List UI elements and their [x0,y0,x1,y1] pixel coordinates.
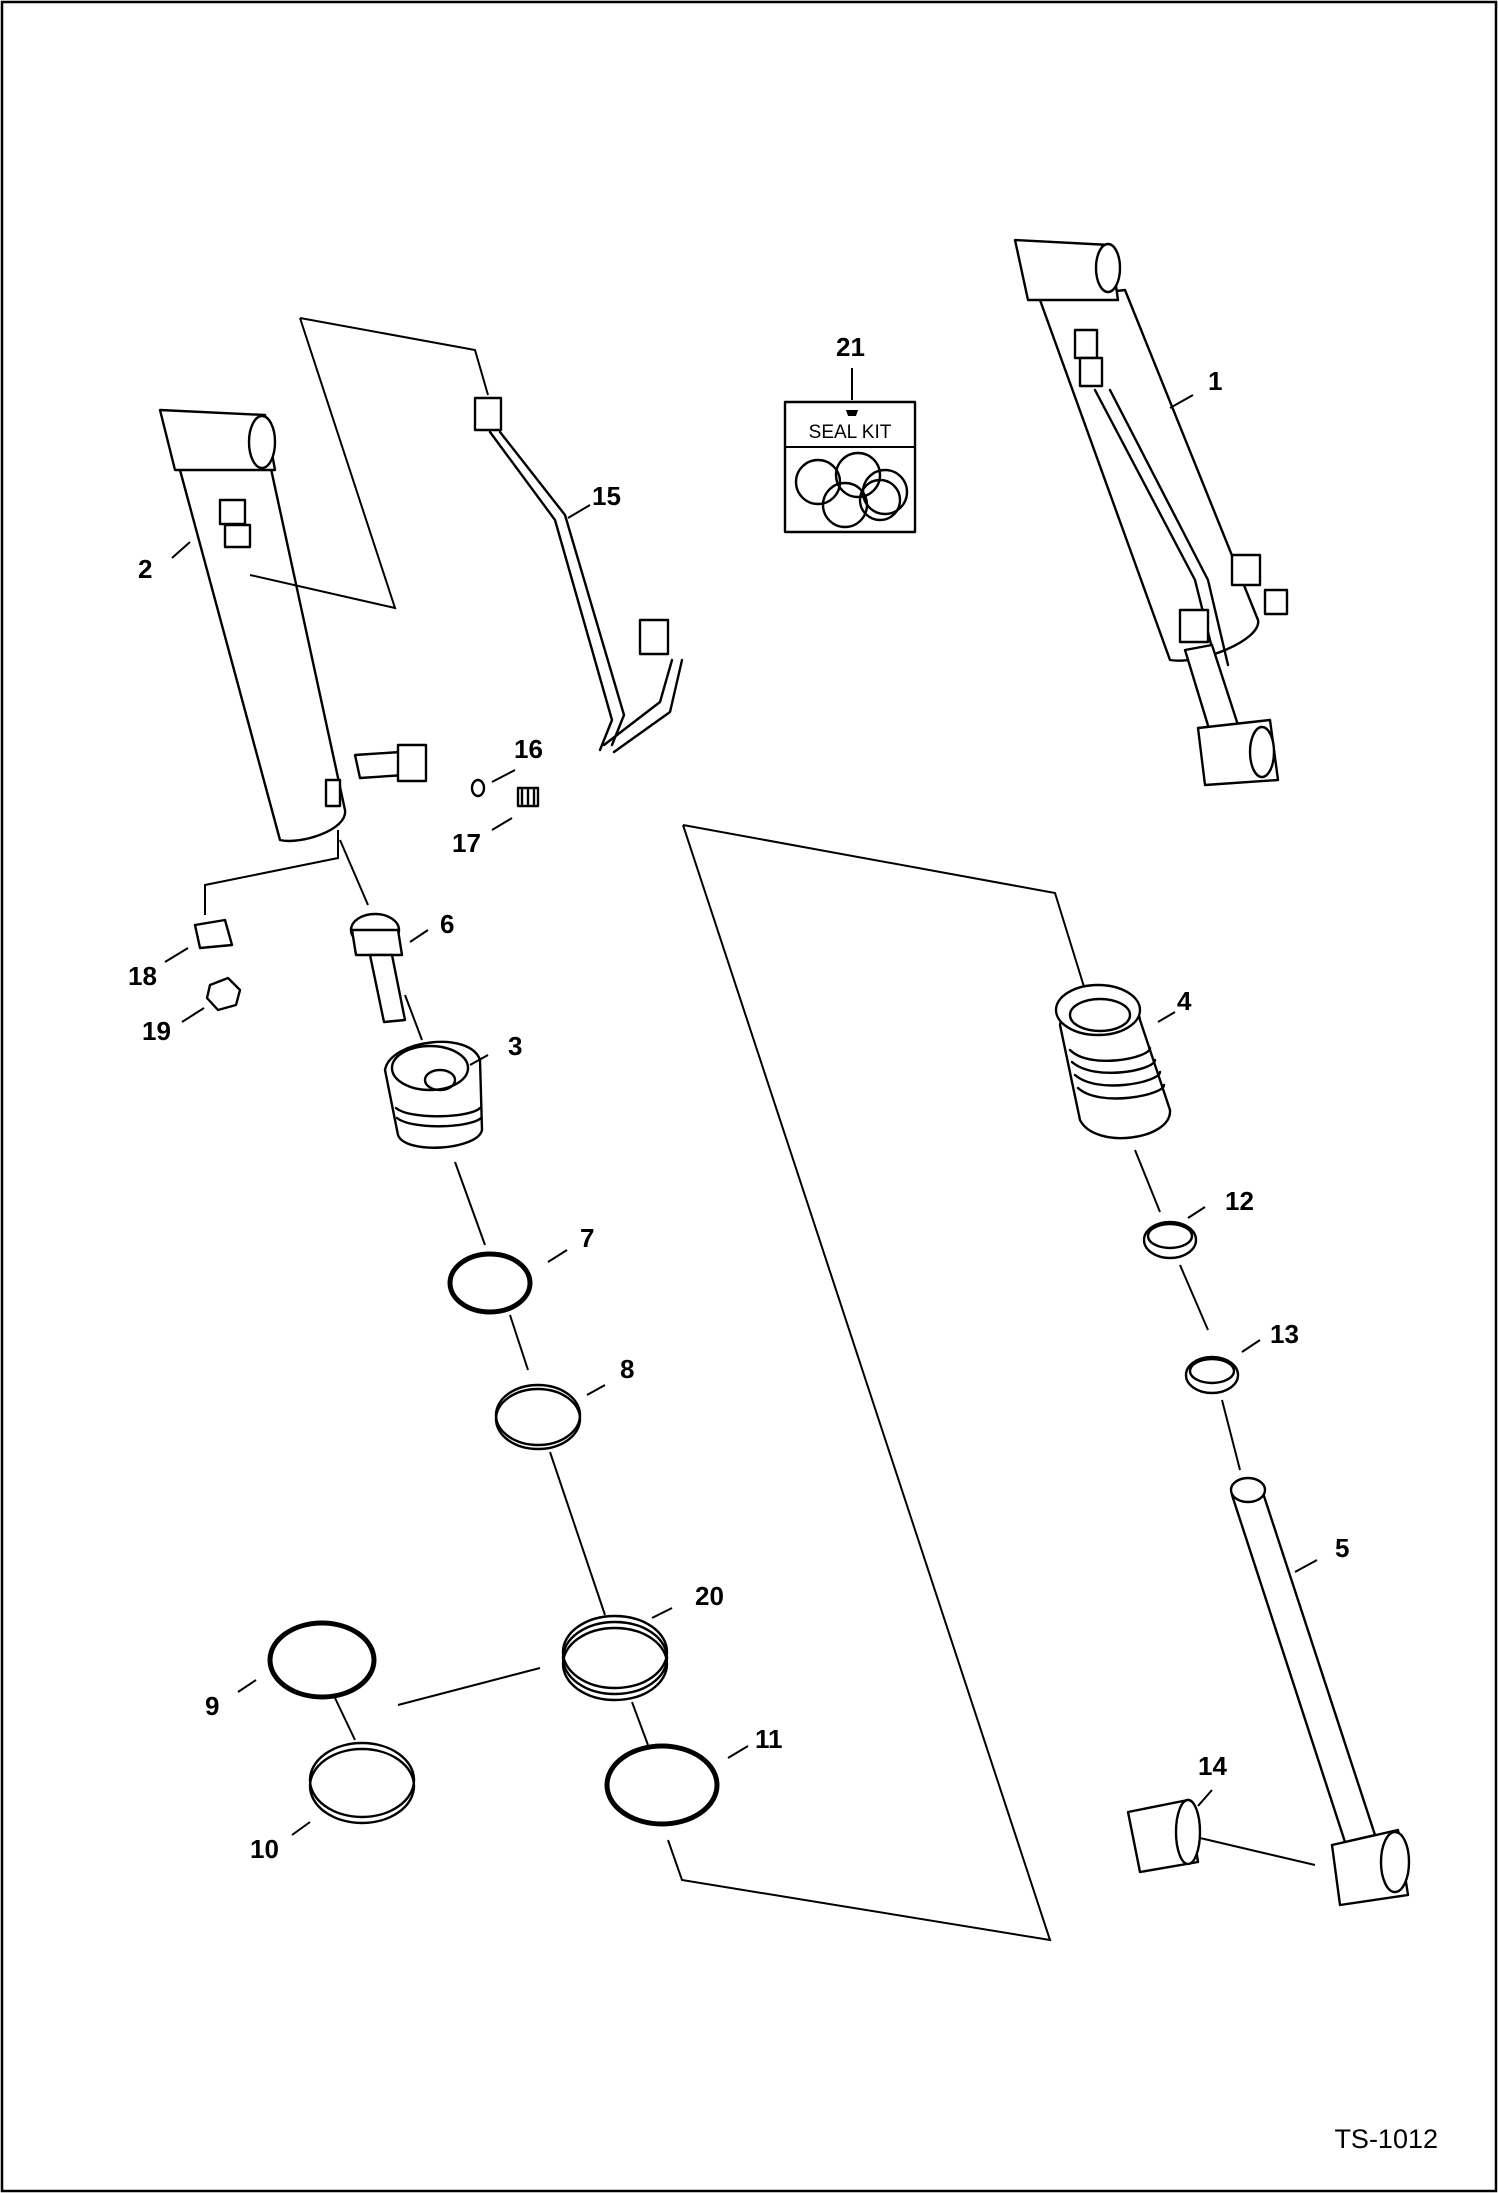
guide-line-18 [204,830,339,915]
callout-9: 9 [205,1691,219,1721]
guide-line-15 [249,317,489,610]
seal-kit-21: SEAL KIT [783,368,917,534]
guide-line-9 [397,1667,541,1706]
callout-18: 18 [128,961,157,991]
callout-8: 8 [620,1354,634,1384]
callout-1: 1 [1208,366,1222,396]
wear-ring-20 [561,1614,669,1746]
callout-4: 4 [1177,986,1192,1016]
callout-16: 16 [514,734,543,764]
callout-12: 12 [1225,1186,1254,1216]
callout-leaders [164,394,1318,1836]
clip-18 [193,918,234,950]
callout-15: 15 [592,481,621,511]
fitting-17 [516,786,540,808]
callout-3: 3 [508,1031,522,1061]
o-ring-7 [447,1251,533,1315]
callout-5: 5 [1335,1533,1349,1563]
cylinder-assembly-1 [1013,238,1289,787]
o-ring-9 [267,1620,377,1700]
barrel-2 [158,408,428,843]
callout-19: 19 [142,1016,171,1046]
callout-6: 6 [440,909,454,939]
callout-11: 11 [755,1724,783,1754]
seal-kit-label: SEAL KIT [809,422,892,443]
callout-20: 20 [695,1581,724,1611]
bolt-6 [339,839,423,1041]
rod-5 [1229,1476,1411,1907]
callout-21: 21 [836,332,865,362]
guide-line-4 [667,824,1086,1942]
callout-labels: 1 2 3 4 5 6 7 8 9 10 11 12 13 14 15 16 1… [128,332,1349,1864]
callout-14: 14 [1198,1751,1227,1781]
o-ring-16 [470,778,486,798]
tube-15 [473,396,684,754]
callout-13: 13 [1270,1319,1299,1349]
o-ring-11 [604,1743,720,1827]
diagram-id: TS-1012 [1334,2124,1438,2154]
bushing-14 [1126,1798,1316,1874]
piston-3 [383,1040,486,1246]
head-4 [1054,983,1172,1213]
callout-2: 2 [138,554,152,584]
callout-7: 7 [580,1223,594,1253]
seal-13 [1184,1355,1241,1471]
callout-17: 17 [452,828,481,858]
callout-10: 10 [250,1834,279,1864]
nut-19 [205,976,242,1012]
ring-8 [494,1383,606,1616]
seal-12 [1142,1220,1209,1331]
ring-10 [308,1741,416,1825]
